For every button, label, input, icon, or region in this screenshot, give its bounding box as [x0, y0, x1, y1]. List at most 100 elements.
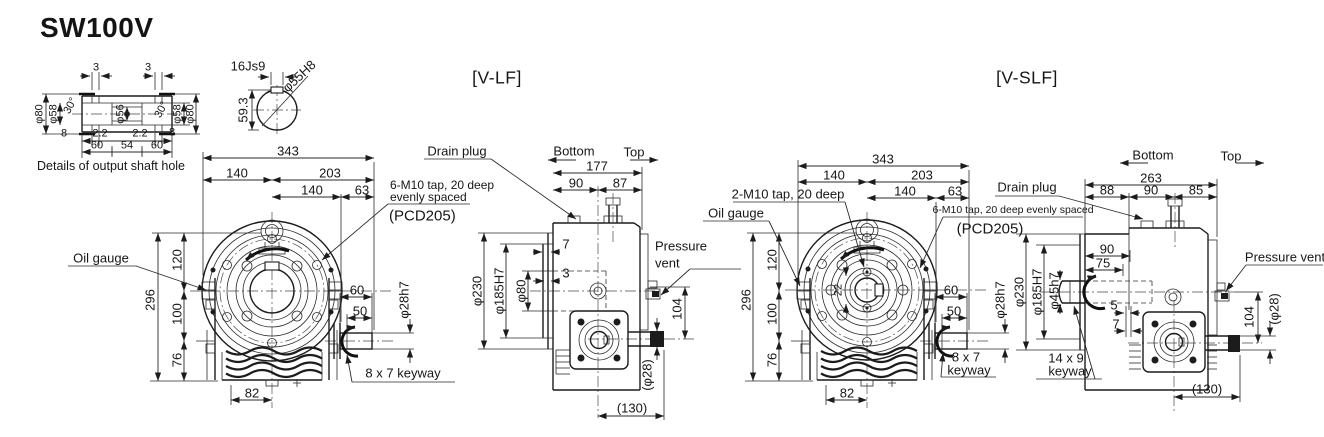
dim-60-right: 60: [150, 139, 164, 152]
vlf-tap-note-line2: evenly spaced: [390, 190, 467, 204]
vslf-dim-85: 85: [1188, 182, 1204, 198]
vlf-pressure-vent-label-2: vent: [655, 255, 680, 271]
dim-8-left: 8: [60, 127, 68, 140]
vlf-dim-90: 90: [568, 175, 584, 191]
vslf-pressure-vent-label: Pressure vent: [1244, 249, 1324, 265]
vlf-front-view: [68, 152, 470, 408]
vslf-dim-d45h7: φ45h7: [1046, 272, 1062, 310]
vlf-dim-shaft-d28h7: φ28h7: [396, 281, 412, 319]
vlf-dim-d80: φ80: [513, 279, 529, 303]
vlf-dim-120: 120: [169, 249, 185, 271]
vlf-dim-140a: 140: [226, 165, 248, 181]
vlf-dim-63: 63: [354, 182, 370, 198]
vslf-dim-d185h7: φ185H7: [1029, 268, 1045, 316]
dim-d58-left: φ58: [47, 104, 60, 124]
dim-22-left: 2.2: [92, 127, 108, 140]
vlf-dim-203: 203: [319, 165, 341, 181]
vslf-top-label: Top: [1220, 148, 1242, 164]
section-label-vslf: [V-SLF]: [996, 67, 1058, 88]
vlf-dim-343: 343: [277, 143, 299, 159]
vslf-pcd-label: (PCD205): [956, 220, 1024, 238]
vslf-dim-d28-ref: (φ28): [1266, 293, 1282, 325]
vlf-dim-87: 87: [612, 175, 628, 191]
vslf-dim-140a: 140: [823, 167, 845, 183]
vlf-bottom-label: Bottom: [553, 143, 595, 159]
vslf-dim-140b: 140: [894, 183, 916, 199]
vlf-keyway-label: 8 x 7 keyway: [365, 365, 441, 381]
input-hole-detail: [248, 72, 309, 135]
vslf-bottom-label: Bottom: [1132, 147, 1174, 163]
dim-d80-right: φ80: [184, 104, 197, 124]
detail-a-caption: Details of output shaft hole: [37, 158, 186, 173]
vslf-dim-shaft-d28h7: φ28h7: [992, 281, 1008, 319]
vslf-dim-203: 203: [911, 167, 933, 183]
vslf-keyway14-label-2: keyway: [1048, 363, 1092, 379]
vslf-dim-76: 76: [764, 352, 780, 368]
dim-detail-3-left: 3: [92, 61, 100, 74]
vlf-pcd-label: (PCD205): [389, 207, 456, 225]
dim-8-right: 8: [168, 126, 176, 139]
vslf-dim-7: 7: [1112, 316, 1120, 332]
dim-d80-left: φ80: [33, 104, 46, 124]
vslf-dim-100: 100: [764, 303, 780, 325]
vslf-side-view: [1016, 159, 1323, 412]
vslf-dim-shaft-90: 90: [1099, 241, 1115, 257]
vlf-dim-d28-ref: (φ28): [639, 359, 655, 391]
dim-detail-3-right: 3: [144, 61, 152, 74]
vlf-dim-50: 50: [352, 303, 368, 319]
vslf-dim-263: 263: [1140, 170, 1162, 186]
vlf-dim-177: 177: [586, 158, 608, 174]
vslf-dim-343: 343: [872, 151, 894, 167]
vslf-dim-82: 82: [839, 385, 855, 401]
vlf-side-view: [424, 156, 741, 420]
vlf-pressure-vent-label-1: Pressure: [655, 238, 708, 254]
vlf-dim-d230: φ230: [469, 275, 485, 307]
dim-d58-right: φ58: [171, 104, 184, 124]
vslf-tap2-note: 2-M10 tap, 20 deep: [731, 186, 845, 202]
output-shaft-hole-detail: [42, 72, 200, 158]
vlf-dim-104: 104: [669, 298, 685, 320]
vlf-dim-296: 296: [142, 289, 158, 311]
vslf-drain-plug-label: Drain plug: [997, 179, 1057, 195]
vlf-dim-3: 3: [562, 265, 570, 281]
vlf-dim-7: 7: [562, 236, 570, 252]
vslf-dim-130-ref: (130): [1191, 381, 1223, 397]
vslf-dim-50: 50: [946, 303, 962, 319]
page-title: SW100V: [40, 12, 154, 43]
vslf-dim-120: 120: [764, 249, 780, 271]
vslf-tap6-note: 6-M10 tap, 20 deep evenly spaced: [932, 203, 1094, 216]
dim-60-left: 60: [90, 139, 104, 152]
vlf-top-label: Top: [623, 144, 645, 160]
vslf-front-view: [703, 160, 1144, 408]
dim-d56: φ56: [114, 104, 127, 124]
vlf-dim-130-ref: (130): [616, 400, 648, 416]
vslf-dim-5: 5: [1110, 297, 1118, 313]
vslf-keyway14-label-1: 14 x 9: [1048, 350, 1084, 366]
vlf-dim-100: 100: [169, 303, 185, 325]
vslf-dim-22: 22: [832, 283, 845, 297]
vlf-tap-note-line1: 6-M10 tap, 20 deep: [390, 178, 495, 192]
vlf-dim-140b: 140: [301, 182, 323, 198]
dim-22-right: 2.2: [132, 127, 148, 140]
vlf-dim-82: 82: [244, 385, 260, 401]
vlf-dim-60: 60: [349, 282, 365, 298]
vslf-dim-d230: φ230: [1011, 276, 1027, 308]
vlf-dim-d185h7: φ185H7: [491, 267, 507, 315]
vslf-oil-gauge-label: Oil gauge: [708, 205, 764, 221]
dim-16js9: 16Js9: [230, 58, 266, 74]
dim-54: 54: [120, 139, 134, 152]
dim-59-3: 59.3: [235, 97, 251, 123]
vlf-drain-plug-label: Drain plug: [427, 143, 487, 159]
vslf-dim-104: 104: [1241, 306, 1257, 328]
vslf-dim-88: 88: [1099, 182, 1115, 198]
vslf-keyway-label-2: keyway: [947, 362, 991, 378]
vslf-keyway-label-1: 8 x 7: [951, 349, 981, 365]
vslf-dim-shaft-75: 75: [1095, 255, 1111, 271]
section-label-vlf: [V-LF]: [472, 67, 522, 88]
vslf-dim-296: 296: [738, 289, 754, 311]
vslf-dim-63: 63: [947, 183, 963, 199]
vslf-dim-90: 90: [1143, 182, 1159, 198]
vlf-dim-76: 76: [169, 352, 185, 368]
